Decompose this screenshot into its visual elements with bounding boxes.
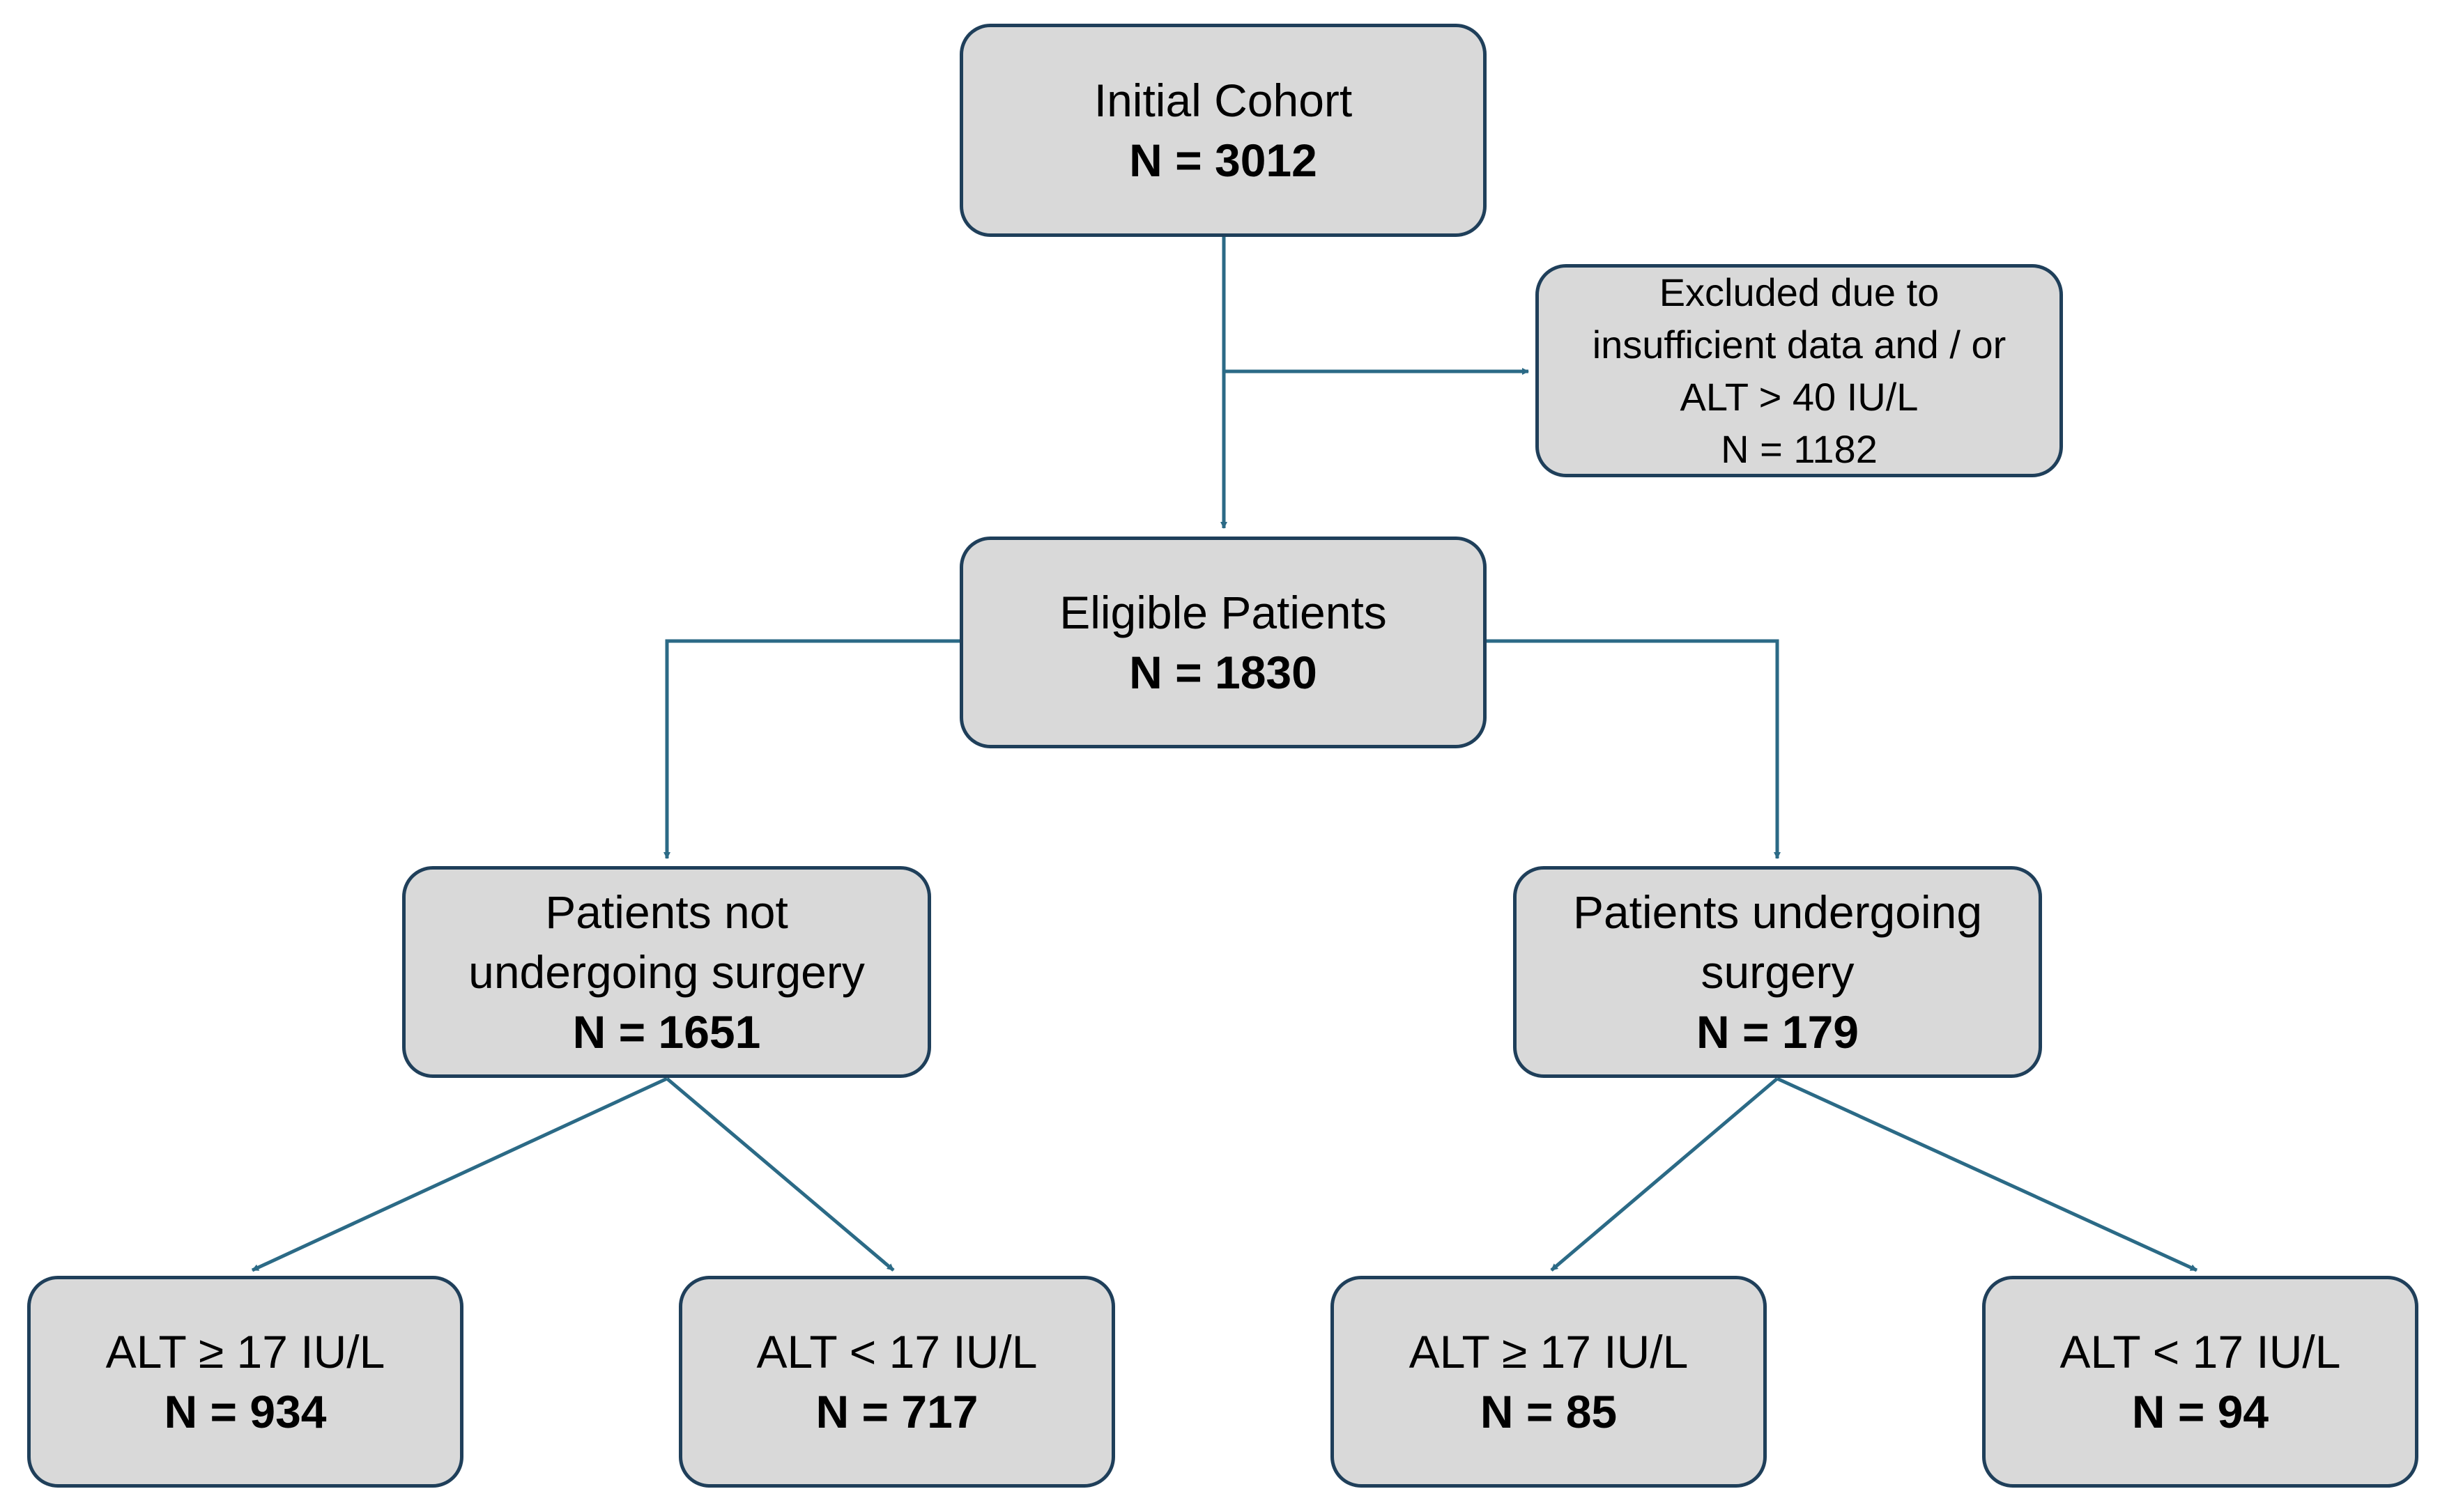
no-surgery-line-1: Patients not bbox=[545, 886, 788, 938]
arrow-surgery-to-alt-low bbox=[1776, 1077, 2198, 1272]
no-surgery-alt-low-count: N = 717 bbox=[815, 1386, 979, 1437]
surgery-alt-high-box: ALT ≥ 17 IU/L N = 85 bbox=[1330, 1276, 1767, 1488]
eligible-patients-title: Eligible Patients bbox=[1059, 587, 1387, 638]
excluded-count: N = 1182 bbox=[1721, 427, 1878, 471]
surgery-alt-high-label: ALT ≥ 17 IU/L bbox=[1409, 1326, 1689, 1378]
no-surgery-alt-low-box: ALT < 17 IU/L N = 717 bbox=[679, 1276, 1115, 1488]
no-surgery-alt-high-box: ALT ≥ 17 IU/L N = 934 bbox=[27, 1276, 463, 1488]
surgery-alt-low-label: ALT < 17 IU/L bbox=[2059, 1326, 2341, 1378]
surgery-alt-low-count: N = 94 bbox=[2131, 1386, 2269, 1437]
arrow-no-surgery-to-alt-low bbox=[666, 1077, 895, 1272]
surgery-count: N = 179 bbox=[1696, 1006, 1859, 1058]
no-surgery-alt-low-label: ALT < 17 IU/L bbox=[756, 1326, 1038, 1378]
surgery-alt-high-count: N = 85 bbox=[1480, 1386, 1618, 1437]
no-surgery-count: N = 1651 bbox=[572, 1006, 761, 1058]
excluded-line-1: Excluded due to bbox=[1659, 270, 1940, 314]
surgery-box: Patients undergoing surgery N = 179 bbox=[1513, 866, 2042, 1078]
no-surgery-line-2: undergoing surgery bbox=[468, 946, 865, 998]
arrow-eligible-to-no-surgery bbox=[663, 639, 960, 859]
initial-cohort-count: N = 3012 bbox=[1129, 134, 1317, 186]
excluded-line-3: ALT > 40 IU/L bbox=[1680, 375, 1919, 419]
surgery-line-2: surgery bbox=[1701, 946, 1855, 998]
arrow-surgery-to-alt-high bbox=[1550, 1077, 1779, 1272]
arrow-eligible-to-surgery bbox=[1487, 639, 1781, 859]
eligible-patients-box: Eligible Patients N = 1830 bbox=[960, 537, 1487, 748]
no-surgery-box: Patients not undergoing surgery N = 1651 bbox=[402, 866, 931, 1078]
no-surgery-alt-high-count: N = 934 bbox=[164, 1386, 327, 1437]
initial-cohort-title: Initial Cohort bbox=[1094, 75, 1353, 126]
no-surgery-alt-high-label: ALT ≥ 17 IU/L bbox=[105, 1326, 385, 1378]
initial-cohort-box: Initial Cohort N = 3012 bbox=[960, 24, 1487, 237]
excluded-line-2: insufficient data and / or bbox=[1592, 323, 2007, 367]
surgery-line-1: Patients undergoing bbox=[1572, 886, 1983, 938]
eligible-patients-count: N = 1830 bbox=[1129, 647, 1317, 698]
surgery-alt-low-box: ALT < 17 IU/L N = 94 bbox=[1982, 1276, 2418, 1488]
arrow-no-surgery-to-alt-high bbox=[251, 1077, 668, 1272]
excluded-box: Excluded due to insufficient data and / … bbox=[1535, 264, 2063, 477]
